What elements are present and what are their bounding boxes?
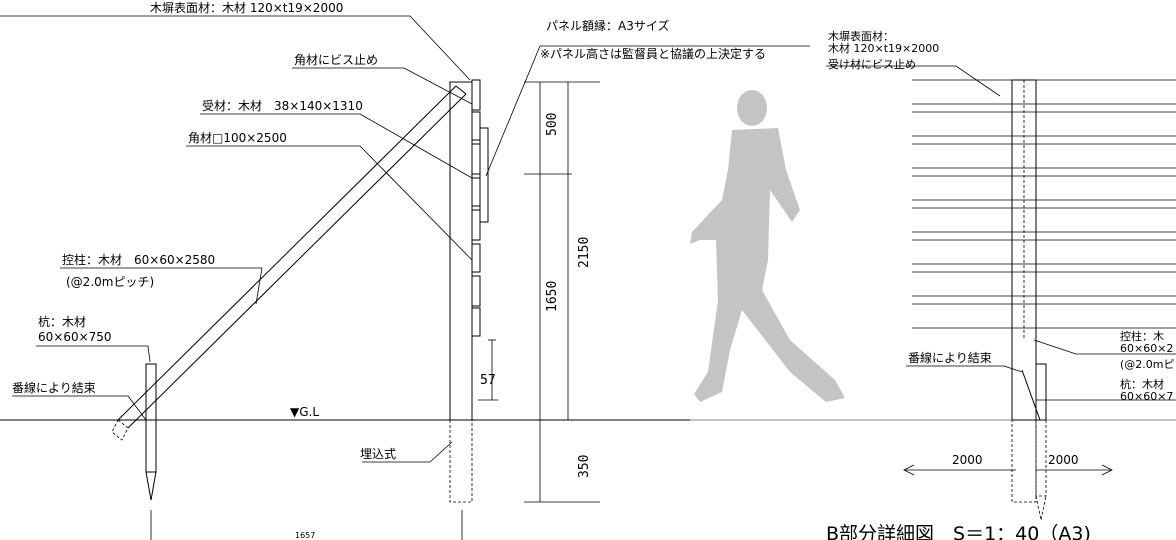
main-post <box>449 79 489 503</box>
ground-line-label: ▼G.L <box>290 405 319 419</box>
dim-span-right: 2000 <box>1048 453 1079 467</box>
brace-label-1: 控柱：木材 60×60×2580 <box>62 252 215 267</box>
post-label: 角材□100×2500 <box>188 131 287 145</box>
diagonal-brace <box>111 85 467 441</box>
stake-label-1: 杭：木材 <box>38 314 86 329</box>
right-brace-label-2: 60×60×2 <box>1120 342 1173 355</box>
brace-label-2: (@2.0mピッチ) <box>66 275 154 289</box>
dim-2150: 2150 <box>577 237 592 268</box>
right-cladding-label-1: 木塀表面材： <box>828 29 894 43</box>
dim-span-left: 2000 <box>952 453 983 467</box>
stake <box>145 363 463 540</box>
receiver-label: 受材：木材 38×140×1310 <box>202 99 363 113</box>
embedded-label: 埋込式 <box>360 447 396 461</box>
detail-title: B部分詳細図 S＝1：40（A3) <box>826 523 1091 540</box>
panel-note-label: ※パネル高さは監督員と協議の上決定する <box>540 46 766 61</box>
right-brace-label-1: 控柱：木 <box>1120 329 1164 343</box>
dim-57: 57 <box>480 373 496 388</box>
tie-wire-label: 番線により結束 <box>12 380 96 395</box>
person-silhouette <box>690 90 845 402</box>
right-stake-label-2: 60×60×7 <box>1120 390 1173 403</box>
right-stake-label-1: 杭：木材 <box>1120 377 1164 391</box>
dim-1650: 1650 <box>545 281 560 312</box>
dimension-lines <box>478 81 600 503</box>
right-tie-wire-label: 番線により結束 <box>908 350 992 365</box>
right-cladding-label-2: 木材 120×t19×2000 <box>828 41 939 55</box>
screw-to-post-label: 角材にビス止め <box>294 53 378 67</box>
right-detail-elevation <box>903 79 1176 521</box>
top-cladding-label: 木塀表面材：木材 120×t19×2000 <box>150 1 343 15</box>
leader-lines <box>0 15 1176 463</box>
panel-frame-label: パネル額縁：A3サイズ <box>546 18 670 33</box>
dim-1657: 1657 <box>295 531 315 540</box>
right-brace-label-3: (@2.0mピッ <box>1120 358 1176 371</box>
right-screw-label: 受け材にビス止め <box>828 57 916 71</box>
dim-350: 350 <box>577 455 592 478</box>
stake-label-2: 60×60×750 <box>38 330 112 344</box>
dim-500: 500 <box>545 113 560 136</box>
